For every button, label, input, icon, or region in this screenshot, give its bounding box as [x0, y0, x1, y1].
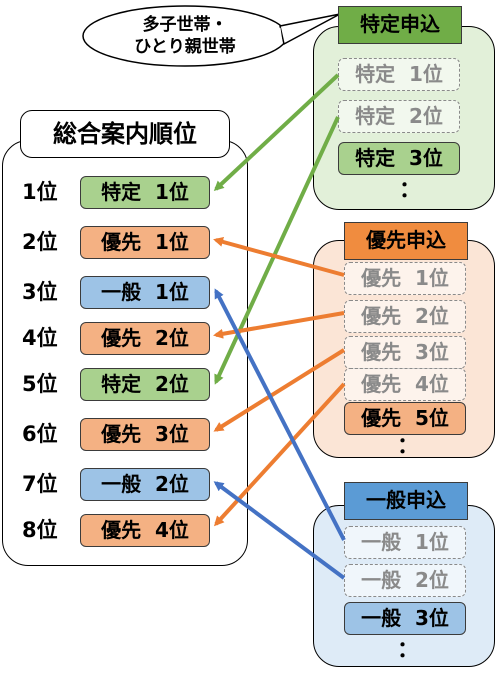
yusen-item-5: 優先 5位 [344, 402, 466, 435]
callout-line2: ひとり親世帯 [134, 37, 236, 57]
rank-chip-7: 一般 2位 [80, 468, 210, 501]
tokutei-item-3: 特定 3位 [338, 142, 460, 175]
tokutei-ellipsis: ： [398, 178, 421, 203]
ippan-item-2: 一般 2位 [344, 564, 466, 597]
rank-chip-2: 優先 1位 [80, 226, 210, 259]
ippan-ellipsis: ： [396, 638, 419, 663]
overall-title: 総合案内順位 [20, 110, 230, 158]
rank-chip-1: 特定 1位 [80, 176, 210, 209]
yusen-ellipsis: ： [396, 434, 419, 459]
yusen-item-4: 優先 4位 [344, 368, 466, 401]
rank-chip-5: 特定 2位 [80, 368, 210, 401]
yusen-item-3: 優先 3位 [344, 336, 466, 369]
rank-label-7: 7位 [22, 472, 58, 496]
ippan-item-1: 一般 1位 [344, 526, 466, 559]
callout-line1: 多子世帯・ [142, 15, 228, 35]
rank-label-6: 6位 [22, 422, 58, 446]
yusen-item-1: 優先 1位 [344, 262, 466, 295]
rank-chip-6: 優先 3位 [80, 418, 210, 451]
callout-text: 多子世帯・ ひとり親世帯 [100, 14, 270, 58]
tokutei-item-1: 特定 1位 [338, 58, 460, 91]
yusen-header: 優先申込 [344, 222, 468, 260]
rank-label-8: 8位 [22, 518, 58, 542]
ippan-item-3: 一般 3位 [344, 602, 466, 635]
rank-chip-3: 一般 1位 [80, 276, 210, 309]
rank-label-5: 5位 [22, 372, 58, 396]
ippan-header: 一般申込 [344, 482, 468, 520]
rank-label-1: 1位 [22, 180, 58, 204]
tokutei-item-2: 特定 2位 [338, 100, 460, 133]
rank-chip-8: 優先 4位 [80, 514, 210, 547]
rank-label-3: 3位 [22, 280, 58, 304]
tokutei-header: 特定申込 [338, 6, 462, 44]
yusen-item-2: 優先 2位 [344, 300, 466, 333]
rank-label-2: 2位 [22, 230, 58, 254]
rank-label-4: 4位 [22, 326, 58, 350]
rank-chip-4: 優先 2位 [80, 322, 210, 355]
